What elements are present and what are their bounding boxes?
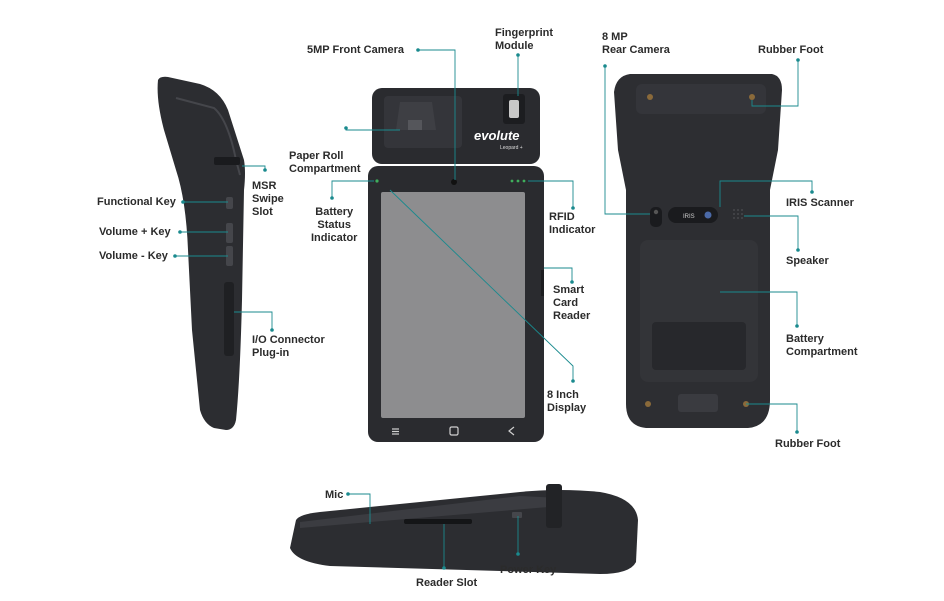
volume-down-shape (226, 246, 233, 266)
label-paper-roll: Paper Roll Compartment (289, 150, 361, 175)
label-iris-scanner: IRIS Scanner (786, 197, 854, 209)
brand-model: Leopard + (500, 145, 523, 151)
rubber-foot-tr (749, 94, 755, 100)
label-front-camera: 5MP Front Camera (307, 44, 404, 56)
speaker-grille (733, 209, 743, 219)
reader-slot-shape (404, 519, 472, 524)
label-rubber-foot-top: Rubber Foot (758, 44, 824, 56)
io-connector-shape (224, 282, 234, 356)
iris-badge: IRIS (683, 214, 695, 220)
label-rear-camera: 8 MP Rear Camera (602, 31, 670, 56)
label-battery-compartment: Battery Compartment (786, 333, 858, 358)
label-fingerprint: Fingerprint Module (495, 27, 554, 52)
side-view-device (157, 76, 245, 431)
power-key-shape (512, 512, 522, 518)
label-functional-key: Functional Key (97, 196, 176, 208)
label-volume-up: Volume + Key (99, 226, 171, 238)
volume-up-shape (226, 223, 233, 243)
label-msr: MSR Swipe Slot (252, 180, 284, 218)
iris-scanner-shape (668, 207, 718, 223)
brand-logo: evolute (474, 128, 520, 143)
label-volume-down: Volume - Key (99, 250, 168, 262)
rear-camera-shape (650, 207, 662, 227)
rubber-foot-bl (645, 401, 651, 407)
label-rfid: RFID Indicator (549, 211, 596, 236)
functional-key-shape (226, 197, 233, 209)
bottom-view-device (290, 484, 638, 574)
label-io-connector: I/O Connector Plug-in (252, 334, 325, 359)
rubber-foot-tl (647, 94, 653, 100)
label-power-key: Power Key (500, 564, 557, 576)
label-speaker: Speaker (786, 255, 829, 267)
label-mic: Mic (325, 489, 344, 501)
label-rubber-foot-bottom: Rubber Foot (775, 438, 841, 450)
label-display: 8 Inch Display (547, 389, 587, 414)
front-camera-shape (451, 179, 457, 185)
screen-shape (381, 192, 525, 418)
label-reader-slot: Reader Slot (416, 577, 478, 589)
label-battery-status: Battery Status Indicator (311, 206, 358, 244)
front-view-device (368, 88, 544, 442)
callout-lines (175, 49, 813, 568)
back-view-device (614, 74, 782, 428)
callout-dots (173, 48, 814, 570)
label-smart-card: Smart Card Reader (553, 284, 591, 322)
